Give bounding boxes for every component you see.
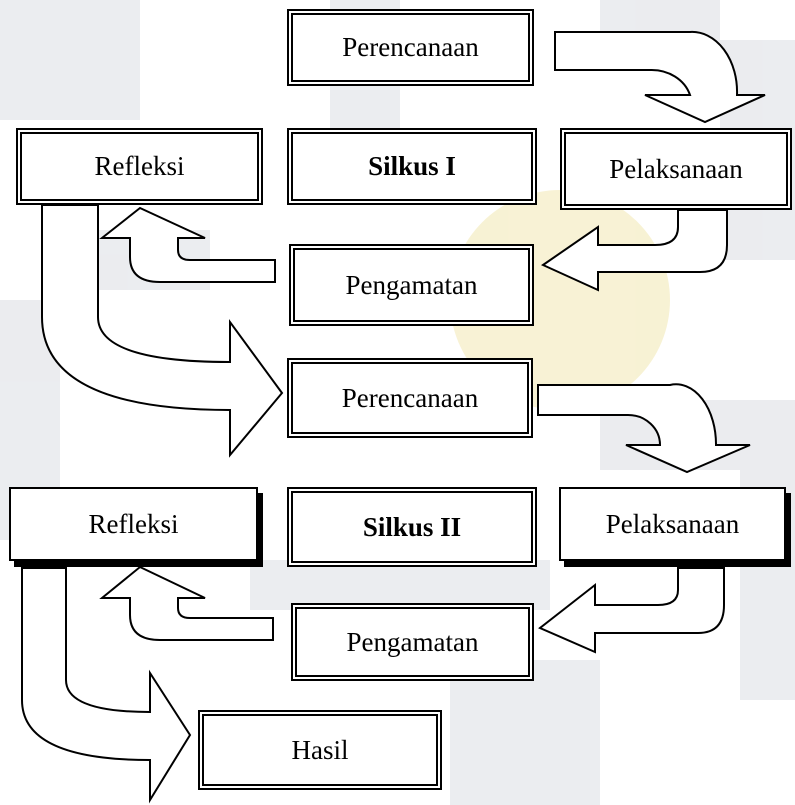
box-center-cycle1: Silkus I <box>287 128 537 205</box>
box-action-cycle1: Pelaksanaan <box>560 128 792 210</box>
label-reflection-cycle1: Refleksi <box>94 151 185 181</box>
watermark-block <box>0 0 140 120</box>
watermark-block <box>450 660 600 805</box>
arrow-plan-to-action-cycle1 <box>554 30 766 124</box>
label-center-cycle2: Silkus II <box>362 511 462 542</box>
label-planning-cycle1: Perencanaan <box>342 32 479 62</box>
arrow-plan-to-action-cycle2 <box>537 383 751 474</box>
box-action-cycle2: Pelaksanaan <box>559 487 786 561</box>
label-action-cycle2: Pelaksanaan <box>605 508 740 539</box>
box-reflection-cycle2: Refleksi <box>9 487 258 561</box>
arrow-observe-to-reflect-cycle2 <box>99 565 274 641</box>
label-center-cycle1: Silkus I <box>368 151 456 181</box>
label-planning-cycle2: Perencanaan <box>341 382 479 413</box>
label-observation-cycle2: Pengamatan <box>346 626 479 657</box>
arrow-action-to-observe-cycle1 <box>540 209 728 292</box>
box-observation-cycle1: Pengamatan <box>289 244 534 326</box>
arrow-reflect-to-plan-cycle2 <box>41 204 284 458</box>
watermark-block <box>250 560 550 610</box>
label-result: Hasil <box>291 734 349 765</box>
arrow-action-to-observe-cycle2 <box>538 567 725 654</box>
arrow-reflect-to-result <box>21 567 192 804</box>
box-result: Hasil <box>198 710 442 790</box>
label-observation-cycle1: Pengamatan <box>345 269 478 300</box>
box-center-cycle2: Silkus II <box>287 487 537 567</box>
label-action-cycle1: Pelaksanaan <box>609 153 743 184</box>
arrow-observe-to-reflect-cycle1 <box>99 206 276 283</box>
box-observation-cycle2: Pengamatan <box>291 603 534 681</box>
label-reflection-cycle2: Refleksi <box>88 508 179 539</box>
box-planning-cycle2: Perencanaan <box>287 358 533 438</box>
box-reflection-cycle1: Refleksi <box>16 128 263 205</box>
box-planning-cycle1: Perencanaan <box>287 9 534 86</box>
